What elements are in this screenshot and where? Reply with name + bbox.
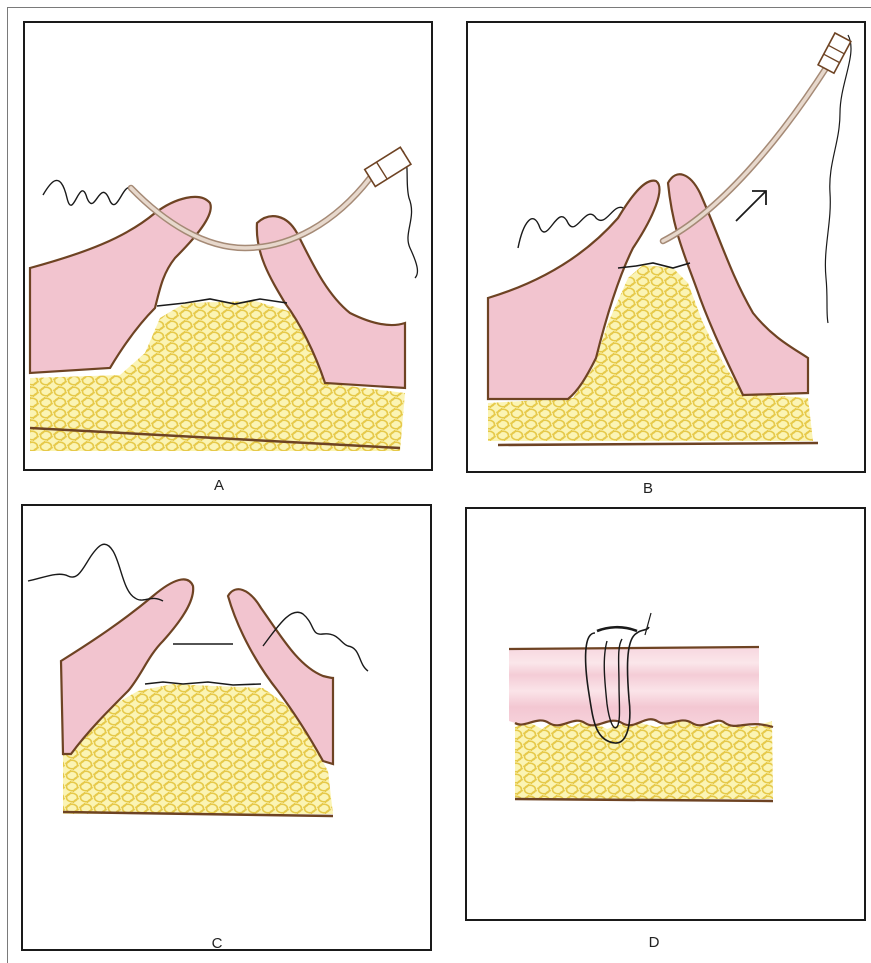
fat-layer bbox=[515, 719, 773, 799]
panel-d-label: D bbox=[634, 934, 674, 951]
figure-top-border bbox=[7, 7, 871, 8]
closed-wound-with-suture-loop-illustration bbox=[467, 509, 868, 923]
wound-bed-edge bbox=[145, 682, 261, 685]
suture-thread-tail bbox=[403, 151, 417, 278]
fat-base-line bbox=[498, 443, 818, 445]
fat-base-line bbox=[515, 799, 773, 801]
needle-entering-wound-illustration bbox=[25, 23, 435, 473]
needle-holder-icon bbox=[365, 147, 411, 186]
suture-across-wound-illustration bbox=[23, 506, 434, 953]
panel-d bbox=[465, 507, 866, 921]
panel-c-label: C bbox=[197, 935, 237, 952]
panel-a bbox=[23, 21, 433, 471]
suture-thread bbox=[28, 544, 163, 601]
panel-b bbox=[466, 21, 866, 473]
direction-arrow-icon bbox=[736, 191, 766, 221]
needle-holder-icon bbox=[818, 33, 851, 73]
closed-skin-layer bbox=[509, 647, 759, 727]
suture-knot bbox=[597, 627, 637, 631]
needle-exiting-wound-illustration bbox=[468, 23, 868, 475]
suture-thread-tail bbox=[825, 35, 851, 323]
suture-tail bbox=[645, 613, 651, 635]
panel-c bbox=[21, 504, 432, 951]
suture-thread bbox=[43, 180, 131, 205]
panel-a-label: A bbox=[199, 477, 239, 494]
figure-left-border bbox=[7, 7, 8, 963]
panel-b-label: B bbox=[628, 480, 668, 497]
